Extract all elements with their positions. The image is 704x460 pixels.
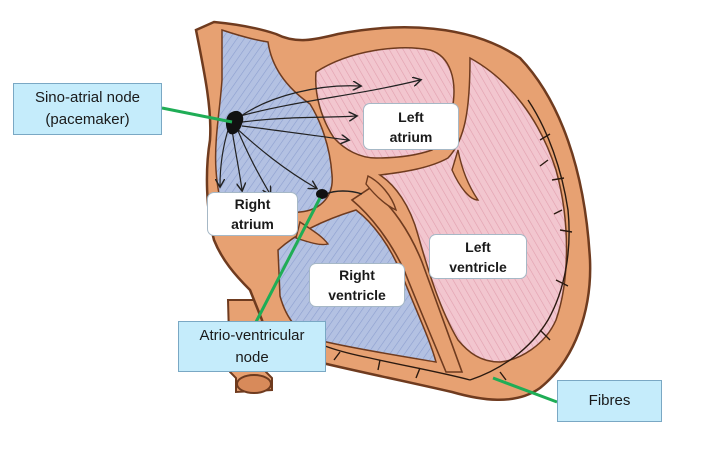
sa-node-callout: Sino-atrial node (pacemaker) bbox=[13, 83, 162, 135]
right-ventricle-label: Right ventricle bbox=[309, 263, 405, 307]
mitral-flap-left bbox=[365, 174, 398, 212]
left-atrium-label: Left atrium bbox=[363, 103, 459, 150]
av-bundle bbox=[325, 190, 363, 195]
left-ventricle-label: Left ventricle bbox=[429, 234, 527, 279]
right-atrium-chamber bbox=[214, 28, 333, 229]
left-ventricle-chamber bbox=[377, 56, 568, 363]
impulse-arrows bbox=[220, 80, 420, 194]
leader-lines bbox=[161, 106, 558, 404]
mitral-flap-right bbox=[451, 149, 480, 201]
right-atrium-label: Right atrium bbox=[207, 192, 298, 236]
av-node-blob bbox=[316, 189, 328, 199]
vena-cava-opening bbox=[236, 374, 272, 394]
sa-node-blob bbox=[225, 110, 244, 135]
septum bbox=[350, 187, 464, 373]
av-node-callout: Atrio-ventricular node bbox=[178, 321, 326, 372]
fibres-callout: Fibres bbox=[557, 380, 662, 422]
